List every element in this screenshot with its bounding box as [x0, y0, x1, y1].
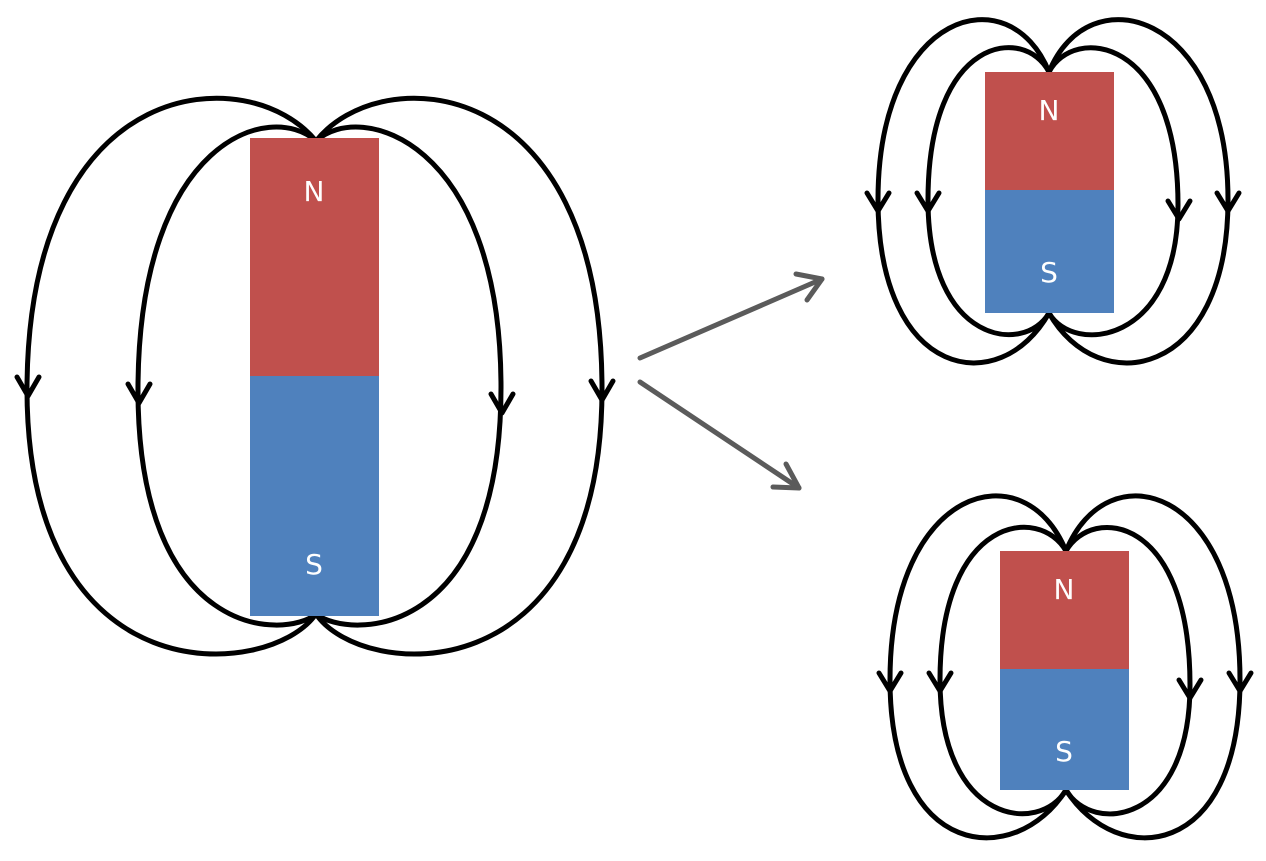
field-line-inner-right — [313, 124, 504, 628]
original-south-pole — [250, 376, 379, 616]
piece-bottom-north-pole — [1000, 551, 1129, 669]
field-line-inner-right — [1046, 45, 1181, 338]
field-arrow-outer-left — [14, 374, 42, 399]
field-arrow-inner-left — [125, 381, 153, 406]
field-arrow-inner-left — [914, 190, 942, 214]
piece-bottom-bar-magnet: N S — [1000, 551, 1129, 790]
piece-top-field-lines — [864, 17, 1242, 366]
original-bar-magnet: N S — [250, 138, 379, 616]
split-arrows — [637, 271, 825, 491]
original-field-lines — [14, 95, 616, 657]
field-line-inner-right — [1063, 525, 1193, 817]
field-arrow-outer-left — [864, 190, 892, 214]
piece-top-north-pole — [985, 72, 1114, 190]
field-line-outer-left — [887, 493, 1069, 841]
field-arrow-inner-right — [488, 391, 516, 416]
piece-top-bar-magnet: N S — [985, 72, 1114, 313]
split-arrow-down-line — [637, 379, 802, 491]
original-south-label: S — [305, 548, 323, 581]
field-line-outer-left — [875, 17, 1052, 366]
piece-top-south-label: S — [1040, 256, 1058, 289]
split-arrow-up-head — [793, 271, 825, 303]
field-line-inner-left — [937, 524, 1069, 817]
original-north-pole — [250, 138, 379, 376]
field-arrow-outer-right — [1226, 670, 1254, 694]
field-line-outer-right — [1046, 17, 1231, 366]
piece-bottom-south-pole — [1000, 669, 1129, 790]
original-magnet-group: N S — [14, 95, 616, 657]
field-line-inner-left — [925, 45, 1052, 338]
field-line-outer-right — [313, 95, 605, 657]
piece-top-group: N S — [864, 17, 1242, 366]
field-arrow-outer-right — [1214, 190, 1242, 214]
piece-bottom-group: N S — [876, 493, 1254, 841]
original-north-label: N — [304, 175, 325, 208]
field-arrow-inner-left — [926, 670, 954, 694]
field-line-inner-left — [135, 124, 319, 628]
field-arrow-outer-left — [876, 670, 904, 694]
piece-bottom-field-lines — [876, 493, 1254, 841]
piece-bottom-south-label: S — [1055, 735, 1073, 768]
field-arrow-inner-right — [1176, 677, 1204, 701]
field-line-outer-left — [24, 95, 319, 657]
field-arrow-inner-right — [1165, 198, 1193, 222]
piece-top-south-pole — [985, 190, 1114, 313]
piece-bottom-north-label: N — [1054, 573, 1075, 606]
field-arrow-outer-right — [588, 378, 616, 403]
piece-top-north-label: N — [1039, 94, 1060, 127]
split-arrow-down-head — [770, 461, 802, 491]
field-line-outer-right — [1063, 493, 1243, 841]
split-arrow-up-line — [637, 276, 825, 361]
